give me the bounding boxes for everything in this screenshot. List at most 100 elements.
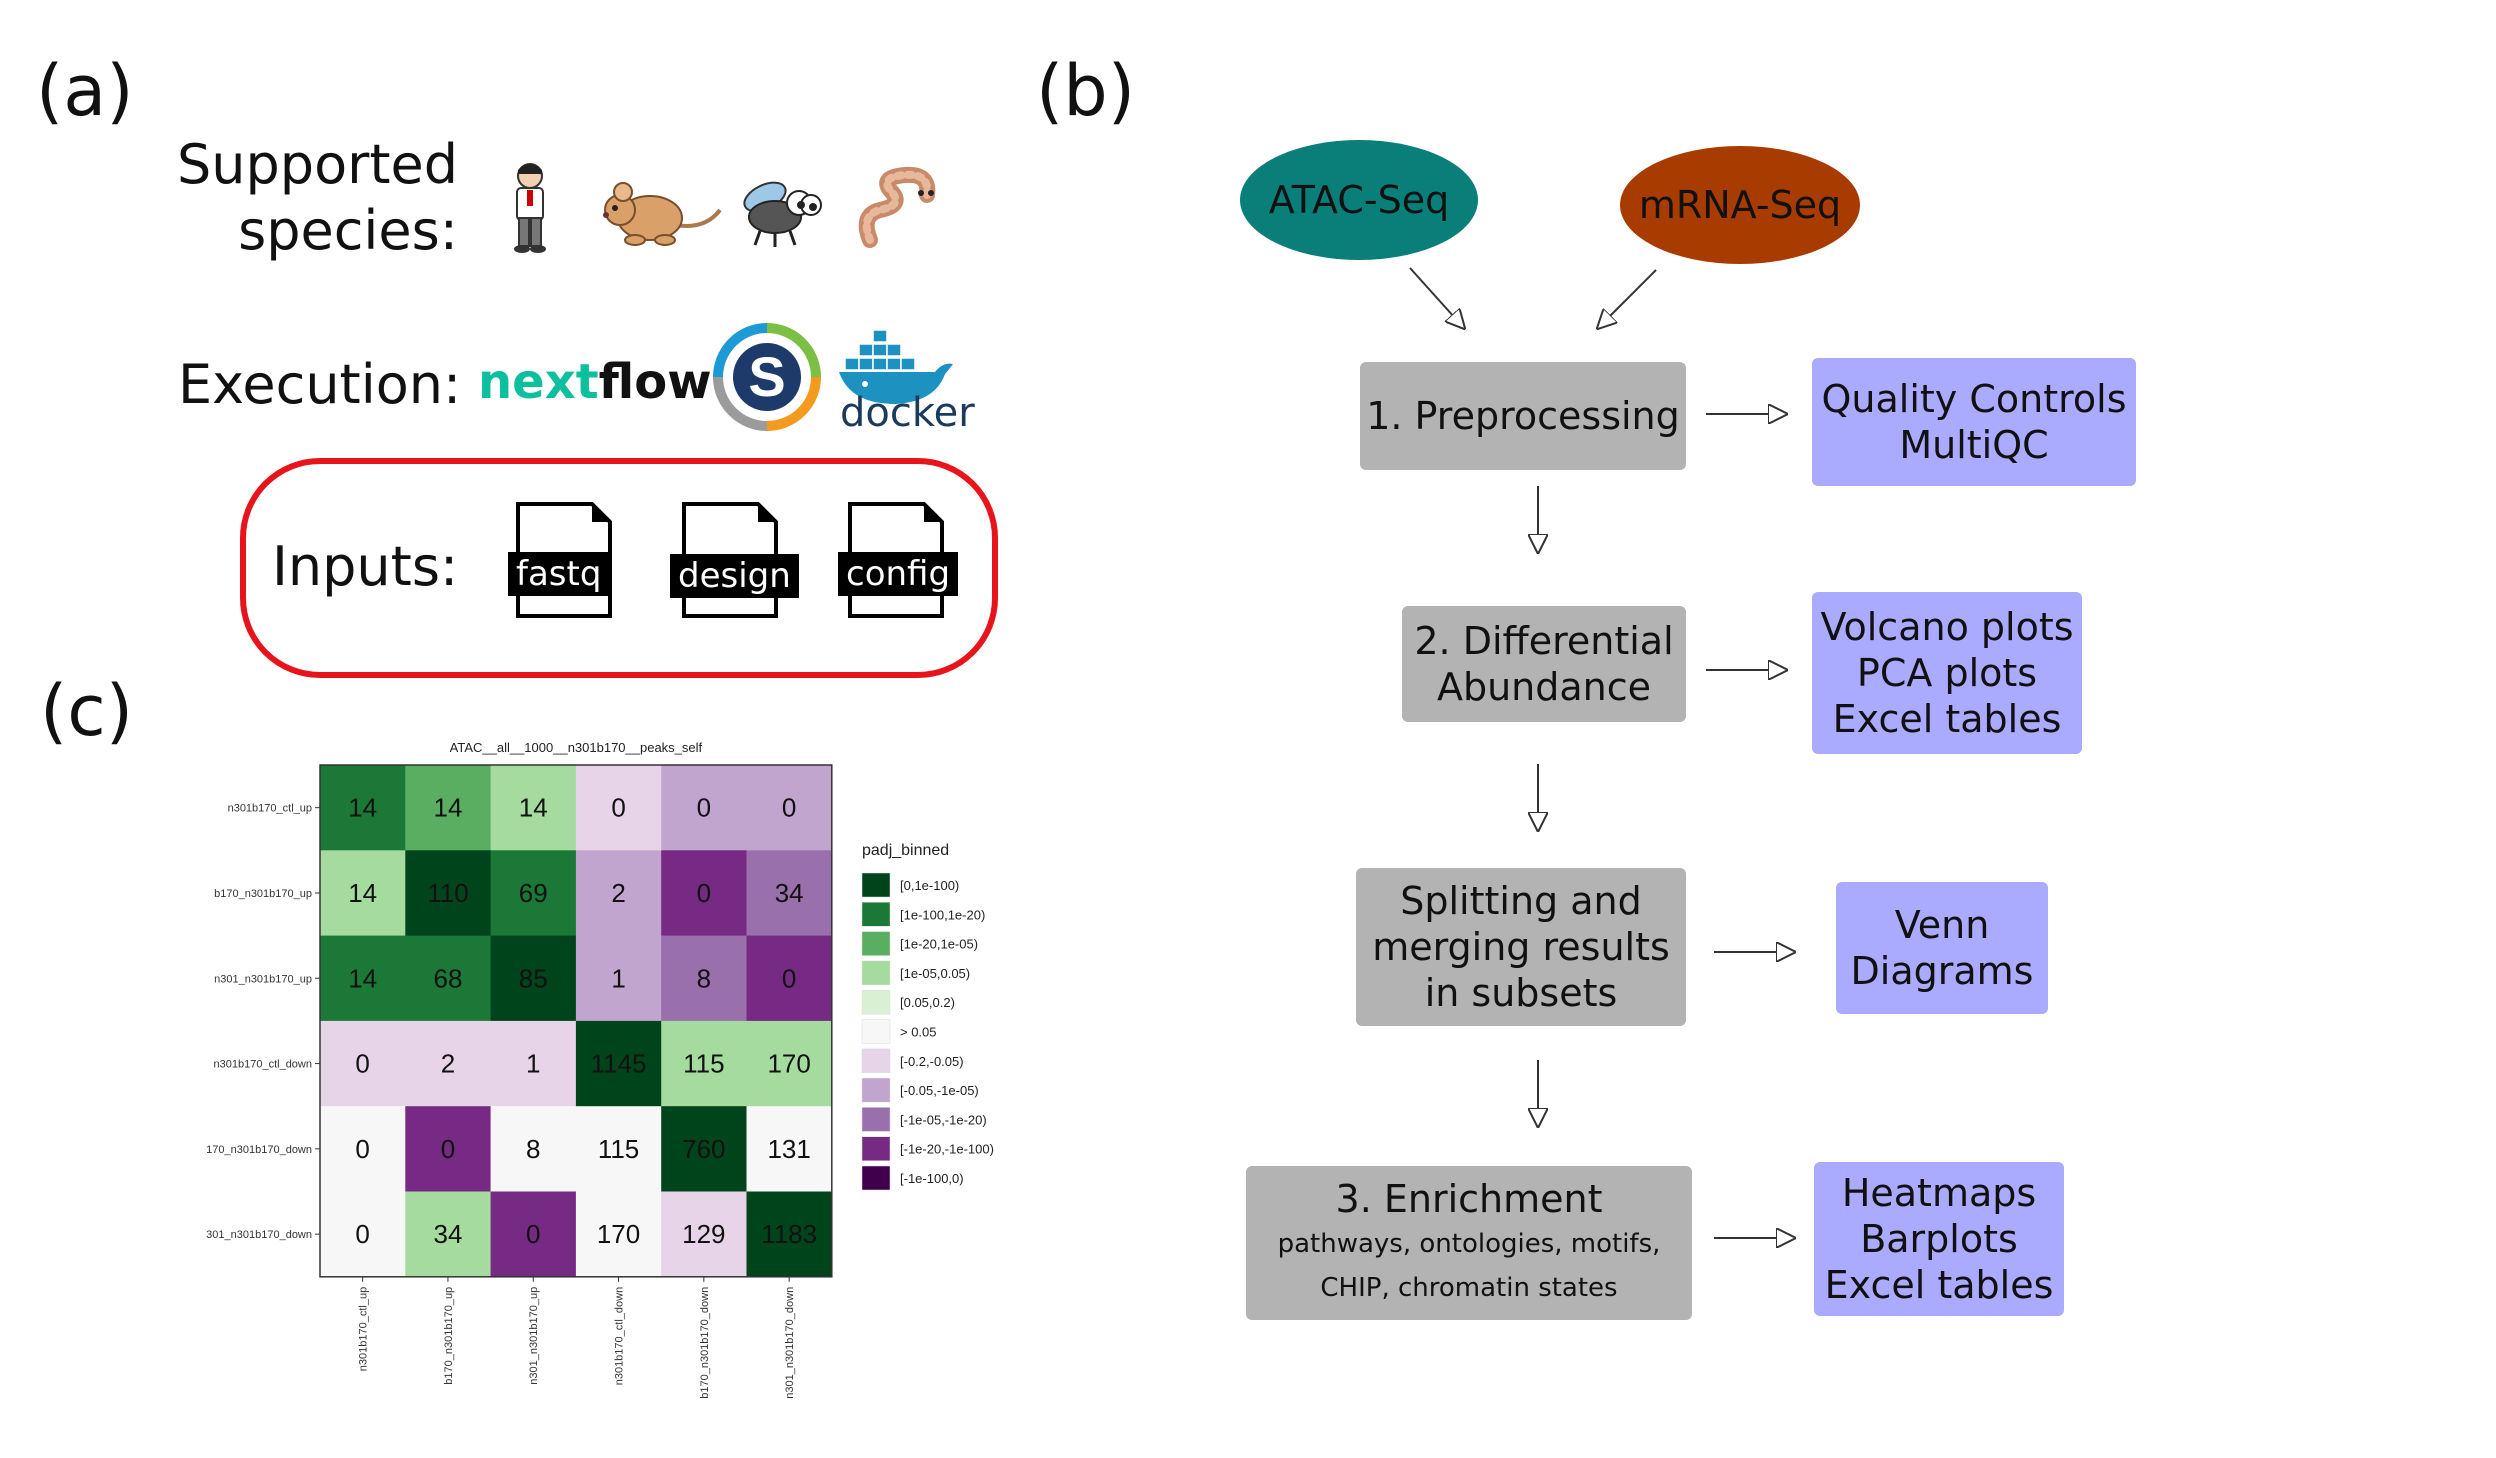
heatmap-cell: [405, 1191, 492, 1278]
heatmap-cell-value: 14: [348, 793, 377, 823]
heatmap-cell: [575, 850, 662, 937]
heatmap-cell-value: 0: [441, 1134, 455, 1164]
heatmap-cell: [320, 850, 406, 937]
legend-swatch: [861, 1136, 891, 1161]
heatmap-cell-value: 1: [526, 1049, 540, 1079]
step-differential-line1: 2. Differential: [1414, 619, 1674, 663]
heatmap-cell: [575, 1020, 662, 1107]
heatmap-cell-value: 0: [782, 793, 796, 823]
heatmap-cell: [661, 935, 747, 1022]
worm-icon: [858, 166, 936, 248]
legend-label: [-1e-100,0): [900, 1171, 964, 1186]
step-enrichment-line2: pathways, ontologies, motifs,: [1277, 1229, 1661, 1259]
heatmap-cell-value: 0: [697, 878, 711, 908]
legend-label: [-0.2,-0.05): [900, 1054, 964, 1069]
legend-swatch: [861, 1077, 891, 1103]
output-differential-line2: PCA plots: [1856, 651, 2038, 695]
species-label-line2: species:: [238, 199, 458, 262]
heatmap-cell: [320, 935, 406, 1022]
heatmap-cell: [746, 1106, 833, 1192]
heatmap-border: [319, 764, 833, 1278]
heatmap-cell: [490, 1191, 577, 1278]
legend-label: [-1e-20,-1e-100): [900, 1142, 994, 1157]
heatmap-cell-value: 1145: [591, 1049, 647, 1079]
heatmap-cell: [405, 765, 492, 851]
heatmap-col-label: n301_n301b170_down: [784, 1287, 796, 1399]
legend-label: [0,1e-100): [900, 878, 959, 893]
heatmap-cell-value: 0: [355, 1049, 369, 1079]
nextflow-logo-part2: x: [544, 354, 576, 410]
species-label-line1: Supported: [177, 133, 458, 196]
heatmap-cell: [490, 935, 577, 1022]
mouse-icon: [603, 182, 722, 246]
heatmap-cell-value: 8: [526, 1134, 540, 1164]
source-atac-seq-label: ATAC-Seq: [1268, 178, 1450, 222]
heatmap-cell: [746, 1191, 833, 1278]
output-splitting-line1: Venn: [1894, 903, 1990, 947]
heatmap-cell-value: 170: [767, 1049, 810, 1079]
legend-swatch: [861, 960, 891, 986]
output-differential-line1: Volcano plots: [1820, 605, 2074, 649]
step-enrichment-line1: 3. Enrichment: [1335, 1177, 1603, 1221]
heatmap-cell: [320, 1106, 406, 1192]
panel-label-a: (a): [36, 50, 134, 132]
output-differential-line3: Excel tables: [1832, 697, 2062, 741]
heatmap-cell-value: 14: [519, 793, 548, 823]
panel-label-c: (c): [40, 670, 134, 752]
heatmap-cell-value: 0: [611, 793, 625, 823]
output-enrichment: Heatmaps Barplots Excel tables: [1814, 1162, 2064, 1316]
heatmap-cell-value: 115: [598, 1134, 639, 1164]
species-label: Supported species:: [172, 132, 458, 264]
docker-icon: [839, 329, 953, 404]
output-enrichment-line3: Excel tables: [1824, 1263, 2054, 1307]
legend-label: [-1e-05,-1e-20): [900, 1112, 987, 1127]
heatmap-cell: [661, 1106, 747, 1192]
heatmap-cell-value: 129: [682, 1219, 725, 1249]
file-label-config: config: [838, 552, 959, 596]
source-mrna-seq-label: mRNA-Seq: [1638, 183, 1842, 227]
heatmap-cell-value: 14: [348, 878, 377, 908]
heatmap-cell-value: 0: [526, 1219, 540, 1249]
arrow-atac-to-preprocessing: [1409, 267, 1464, 328]
heatmap-cell: [405, 1106, 492, 1192]
heatmap-col-label: b170_n301b170_down: [699, 1287, 711, 1399]
heatmap-cell: [575, 1191, 662, 1278]
inputs-highlight-box: [240, 458, 998, 678]
step-splitting-line1: Splitting and: [1400, 879, 1642, 923]
execution-label: Execution:: [178, 353, 462, 416]
heatmap-cell: [575, 765, 662, 851]
heatmap-cell-value: 0: [355, 1134, 369, 1164]
output-splitting-merging: Venn Diagrams: [1836, 882, 2048, 1014]
heatmap-col-label: n301b170_ctl_up: [358, 1287, 370, 1371]
heatmap-cell: [490, 1106, 577, 1192]
step-splitting-line2: merging results: [1372, 925, 1670, 969]
step-enrichment-line3: CHIP, chromatin states: [1320, 1273, 1618, 1303]
heatmap-cell-value: 2: [611, 878, 625, 908]
legend-swatch: [861, 872, 891, 898]
legend-swatch: [861, 1107, 891, 1132]
heatmap-cell-value: 1183: [761, 1219, 817, 1249]
heatmap-cell-value: 0: [697, 793, 711, 823]
heatmap-cell: [320, 1020, 406, 1107]
legend-label: [1e-100,1e-20): [900, 907, 985, 922]
heatmap-row-label: n301b170_ctl_up: [228, 803, 312, 815]
output-preprocessing: Quality Controls MultiQC: [1812, 358, 2136, 486]
heatmap-cell: [575, 935, 662, 1022]
heatmap-cell-value: 34: [775, 878, 804, 908]
legend-swatch: [861, 1048, 891, 1074]
heatmap-cell: [490, 765, 577, 851]
heatmap-cell-value: 760: [682, 1134, 725, 1164]
heatmap-cell-value: 8: [697, 963, 711, 993]
step-enrichment: 3. Enrichment pathways, ontologies, moti…: [1246, 1166, 1692, 1320]
heatmap-cell-value: 85: [519, 963, 548, 993]
heatmap-col-label: b170_n301b170_up: [443, 1287, 455, 1385]
heatmap-cell-value: 170: [597, 1219, 640, 1249]
singularity-icon: S: [713, 323, 821, 431]
nextflow-logo-part1: ne: [478, 354, 545, 410]
heatmap-cell-value: 115: [683, 1049, 724, 1079]
heatmap-cell: [320, 1191, 406, 1278]
heatmap-cell-value: 68: [433, 963, 462, 993]
heatmap-row-label: n301b170_ctl_down: [214, 1059, 312, 1071]
heatmap-title: ATAC__all__1000__n301b170__peaks_self: [450, 740, 703, 755]
